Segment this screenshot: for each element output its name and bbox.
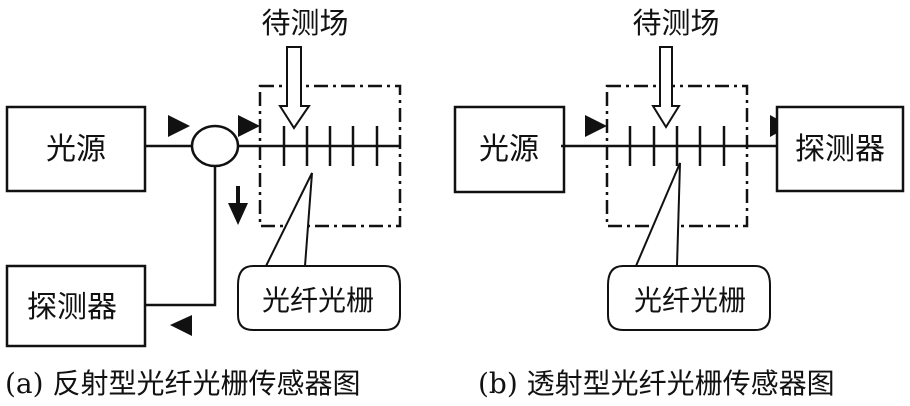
a-field-label: 待测场	[261, 6, 348, 40]
a-arrow-left-icon	[170, 315, 192, 336]
b-grating-ticks	[628, 126, 726, 166]
b-arrow-right-icon	[585, 115, 607, 137]
a-detector-label: 探测器	[27, 290, 117, 325]
b-field-arrow-icon	[651, 46, 681, 129]
b-source-label: 光源	[479, 132, 539, 167]
a-grating-label: 光纤光栅	[262, 284, 374, 317]
b-field-region	[605, 84, 749, 228]
b-field-label: 待测场	[632, 6, 719, 40]
b-source-box	[453, 105, 566, 194]
a-caption: (a) 反射型光纤光栅传感器图	[5, 367, 360, 400]
a-grating-ticks	[282, 126, 379, 166]
a-field-arrow-icon	[278, 46, 311, 130]
a-field-region	[258, 84, 402, 228]
a-source-box	[5, 105, 147, 193]
a-arrow-right-icon	[168, 115, 190, 137]
a-arrow-right-icon	[238, 115, 260, 137]
b-detector-label: 探测器	[795, 132, 885, 167]
a-arrow-down-icon	[228, 186, 248, 225]
b-grating-callout	[607, 162, 771, 331]
b-detector-box	[775, 105, 905, 193]
b-caption: (b) 透射型光纤光栅传感器图	[478, 367, 835, 400]
b-grating-label: 光纤光栅	[634, 284, 746, 317]
a-source-label: 光源	[46, 132, 106, 167]
a-fiber-detector	[145, 166, 217, 307]
a-coupler	[190, 124, 240, 168]
a-grating-callout	[237, 172, 401, 331]
